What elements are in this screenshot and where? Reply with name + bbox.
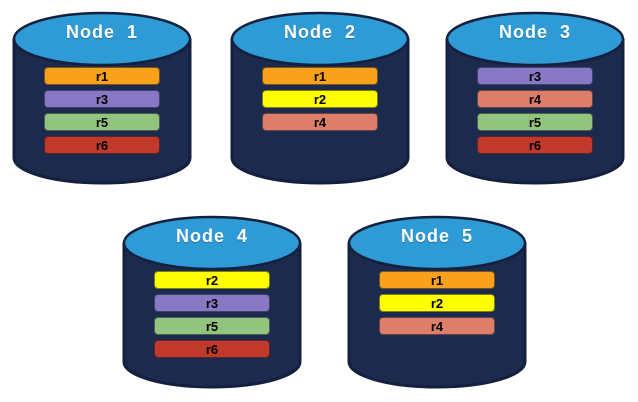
replica-bar-r5: r5 <box>44 113 160 131</box>
replica-bar-r1: r1 <box>379 271 495 289</box>
node-title: Node 3 <box>498 22 571 42</box>
replica-bar-r6: r6 <box>154 340 270 358</box>
replica-bar-r3: r3 <box>477 67 593 85</box>
replica-bar-r2: r2 <box>262 90 378 108</box>
database-node-4: Node 4 r2 r3 r5 r6 <box>121 213 303 391</box>
replica-bar-r2: r2 <box>379 294 495 312</box>
node-title: Node 1 <box>65 22 138 42</box>
database-node-3: Node 3 r3 r4 r5 r6 <box>444 9 626 187</box>
replica-bar-r3: r3 <box>154 294 270 312</box>
replica-bar-r5: r5 <box>477 113 593 131</box>
replica-bar-r5: r5 <box>154 317 270 335</box>
database-node-5: Node 5 r1 r2 r4 <box>346 213 528 391</box>
database-node-1: Node 1 r1 r3 r5 r6 <box>11 9 193 187</box>
replica-bar-r4: r4 <box>262 113 378 131</box>
replica-bar-r4: r4 <box>477 90 593 108</box>
replica-bar-r6: r6 <box>477 136 593 154</box>
replica-bar-r3: r3 <box>44 90 160 108</box>
replica-list: r1 r3 r5 r6 <box>44 67 160 159</box>
replica-list: r2 r3 r5 r6 <box>154 271 270 363</box>
replica-list: r3 r4 r5 r6 <box>477 67 593 159</box>
replica-bar-r2: r2 <box>154 271 270 289</box>
database-node-2: Node 2 r1 r2 r4 <box>229 9 411 187</box>
node-title: Node 5 <box>400 226 473 246</box>
replica-list: r1 r2 r4 <box>262 67 378 136</box>
replica-bar-r6: r6 <box>44 136 160 154</box>
node-title: Node 4 <box>175 226 248 246</box>
node-title: Node 2 <box>283 22 356 42</box>
replica-bar-r4: r4 <box>379 317 495 335</box>
replica-list: r1 r2 r4 <box>379 271 495 340</box>
replica-bar-r1: r1 <box>44 67 160 85</box>
replica-bar-r1: r1 <box>262 67 378 85</box>
